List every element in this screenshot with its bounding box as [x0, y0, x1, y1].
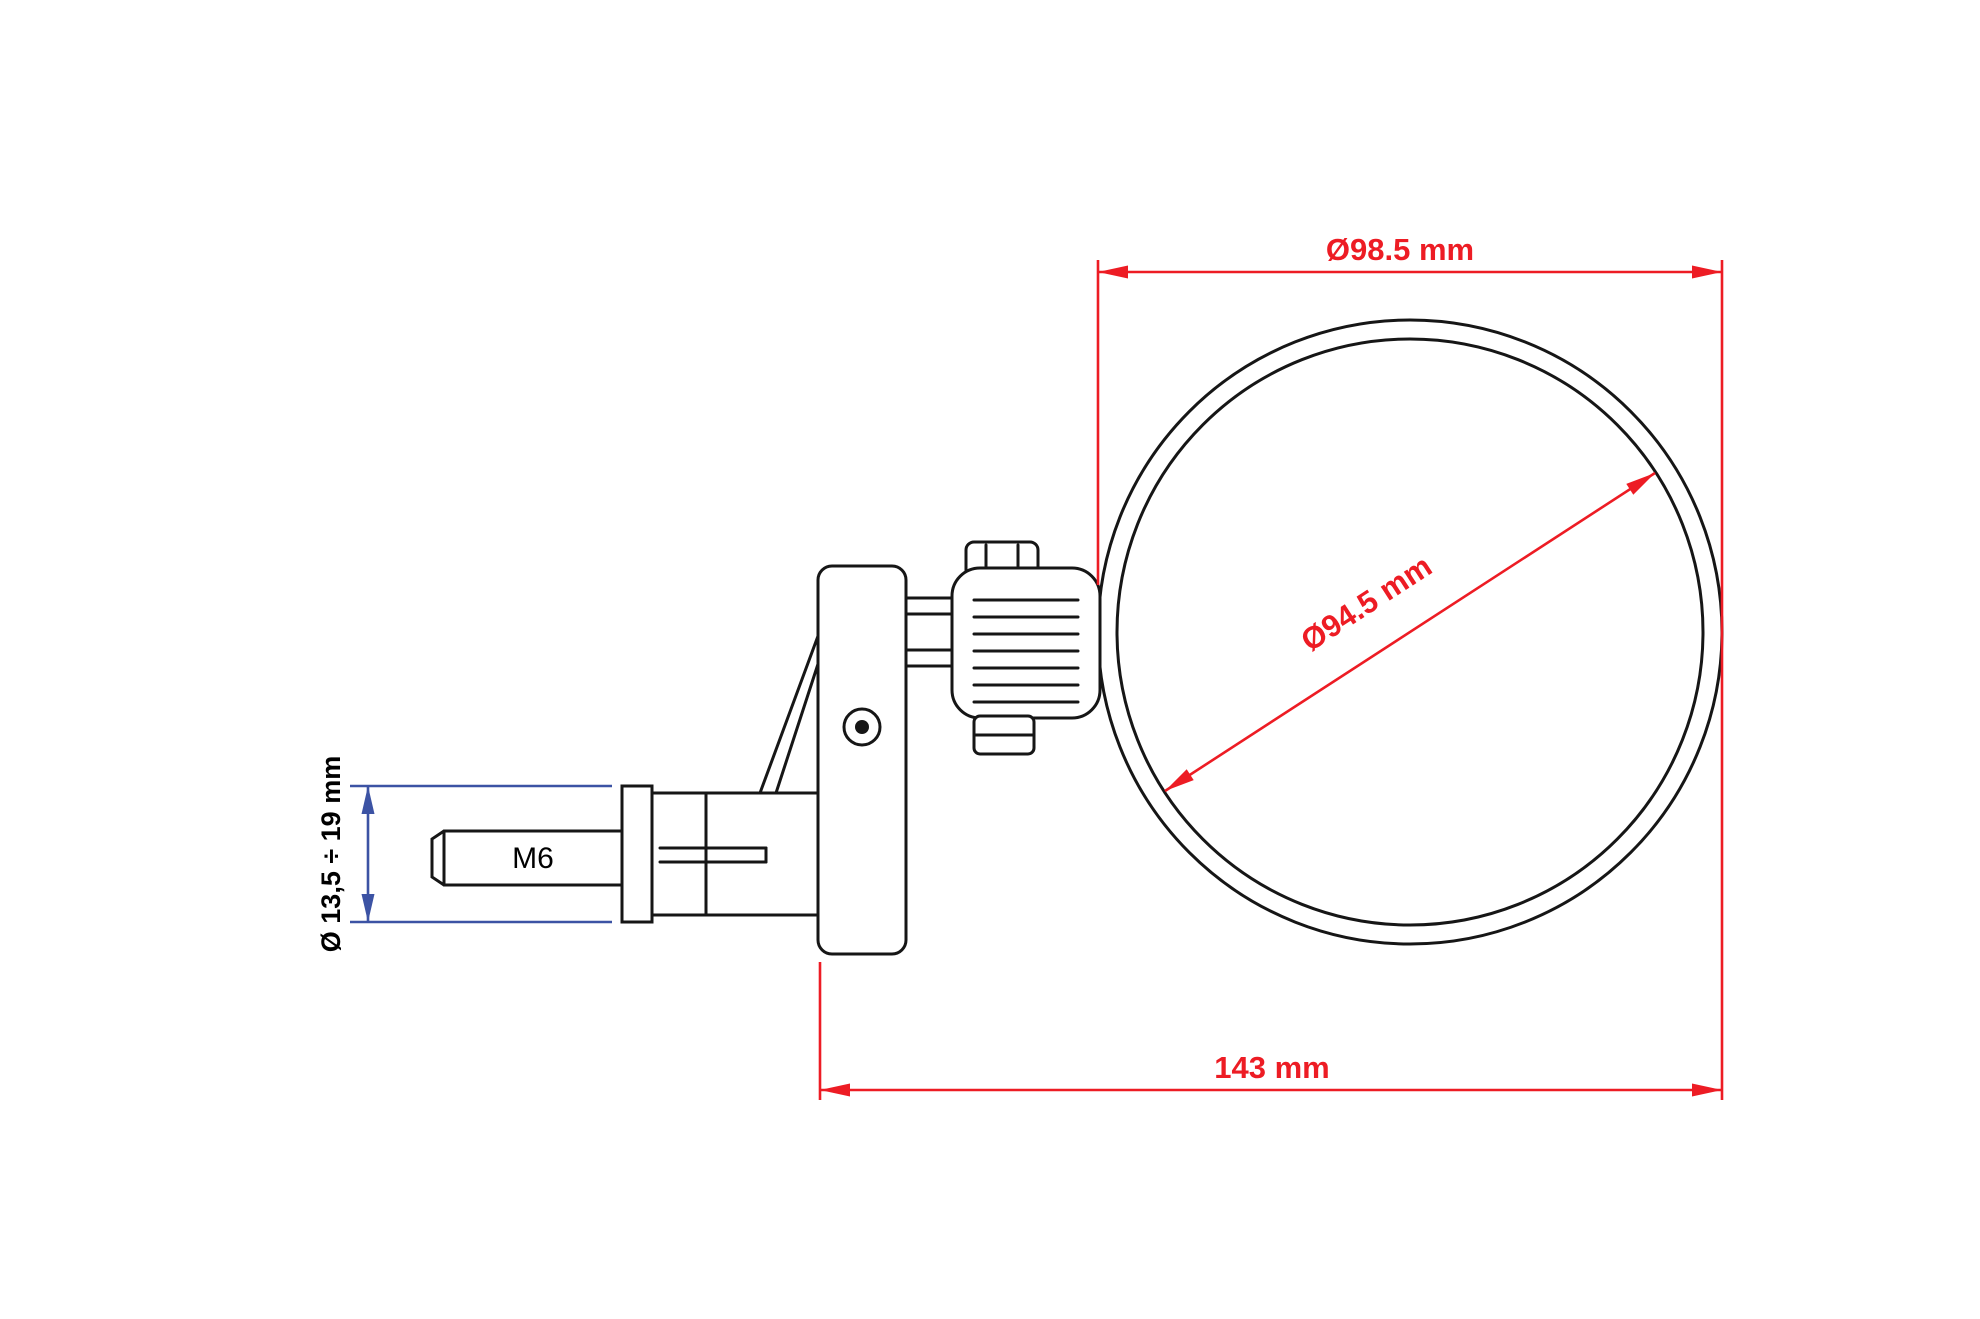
arrowhead-top — [361, 786, 375, 814]
stem-diameter-label: Ø 13,5 ÷ 19 mm — [316, 756, 346, 952]
dimension-line-diagonal — [1164, 471, 1656, 793]
pivot-screw-center — [855, 720, 869, 734]
clevis-arm — [904, 596, 954, 668]
thread-size-label: M6 — [512, 842, 554, 875]
pivot-screw — [842, 707, 882, 747]
arrowhead-lower-left — [1165, 769, 1194, 791]
arrowhead-left — [820, 1083, 850, 1097]
hinge-assembly — [950, 540, 1102, 756]
hinge-serrations — [972, 598, 1080, 704]
dimension-total-length: 143 mm — [818, 962, 1722, 1100]
arrowhead-bottom — [361, 894, 375, 922]
dimension-outer-diameter: Ø98.5 mm — [1096, 232, 1724, 1100]
expander-slot — [658, 846, 768, 864]
arrowhead-right — [1692, 1083, 1722, 1097]
hinge-knuckle — [950, 566, 1102, 720]
outer-diameter-label: Ø98.5 mm — [1326, 232, 1474, 267]
mirror-glass-edge — [1115, 337, 1705, 927]
arrowhead-left — [1098, 265, 1128, 279]
stem-assembly: M6 — [430, 784, 820, 924]
clamp-body-outline — [816, 564, 908, 956]
arrowhead-upper-right — [1626, 473, 1655, 495]
expander-sleeve — [650, 791, 820, 917]
arrowhead-right — [1692, 265, 1722, 279]
total-length-label: 143 mm — [1214, 1050, 1329, 1085]
dimension-stem-diameter: Ø 13,5 ÷ 19 mm — [316, 756, 612, 952]
expander-cone-lines — [758, 634, 820, 795]
stem-washer — [620, 784, 654, 924]
clamp-body — [758, 564, 954, 956]
